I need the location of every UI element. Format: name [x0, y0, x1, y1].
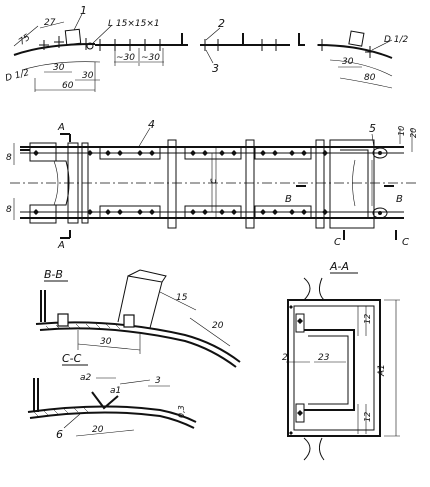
section-bb-title: B-B: [44, 268, 63, 281]
dim-cc-03: 0,3: [177, 405, 186, 418]
dim-approx-30-a: ~30: [116, 53, 135, 63]
dim-approx-30-b: ~30: [141, 53, 160, 63]
diameter-left: D 1/2: [4, 68, 30, 84]
section-bb-bucket: [117, 275, 163, 329]
plan-right-end: [329, 139, 388, 229]
dim-cc-a1: a1: [110, 386, 121, 396]
plan-cross-members: [81, 139, 325, 229]
dim-bb-30: 30: [100, 337, 112, 347]
diameter-right: D 1/2: [384, 35, 409, 45]
top-chain-pins: [39, 36, 375, 58]
dim-30-a: 30: [53, 63, 65, 73]
section-cc-plate: [27, 405, 197, 423]
dim-aa-23: 23: [318, 353, 330, 363]
section-cc: C-C a2 a1 3 0,3 20 6: [27, 352, 197, 441]
plan-plates-top: [99, 146, 312, 219]
dim-aa-12-bottom: 12: [363, 412, 372, 422]
section-mark-b-left: B: [285, 194, 292, 205]
top-left-arc: [13, 43, 96, 56]
plan-view: 4 5 A A B B C C 8 8 10 20 c: [6, 118, 418, 251]
callout-2: 2: [218, 17, 225, 30]
section-bb: B-B 15 20 30: [35, 268, 241, 368]
dim-8-lower: 8: [6, 205, 12, 215]
section-aa-title: A-A: [329, 260, 349, 273]
plan-rivets: [33, 150, 328, 215]
dim-bb-15: 15: [176, 293, 188, 303]
dim-27: 27: [44, 18, 56, 28]
callout-6: 6: [56, 428, 63, 441]
top-view: 1 L 15×15×1 2 3 75 27 D 1/2 30 30 60 ~30…: [4, 4, 409, 92]
dim-aa-a1: A1: [377, 364, 387, 377]
dim-aa-2: 2: [282, 353, 288, 363]
section-mark-a-top: A: [57, 122, 65, 133]
callout-4: 4: [148, 118, 155, 131]
plan-left-end: [20, 142, 79, 224]
section-mark-c-left: C: [334, 237, 341, 248]
dim-cc-3: 3: [155, 376, 161, 386]
dim-bb-20: 20: [212, 321, 224, 331]
top-tabs: [181, 33, 305, 46]
dim-cc-20: 20: [92, 425, 104, 435]
dim-8-upper: 8: [6, 153, 12, 163]
bucket-right: [348, 30, 365, 47]
section-mark-b-right: B: [396, 194, 403, 205]
dim-80: 80: [364, 73, 376, 83]
section-mark-c-right: C: [402, 237, 409, 248]
dim-30-right: 30: [342, 57, 354, 67]
dim-60: 60: [62, 81, 74, 91]
section-cc-title: C-C: [62, 352, 82, 365]
dim-10: 10: [397, 126, 406, 136]
dim-cc-a2: a2: [80, 373, 92, 383]
section-bb-plate: [35, 321, 241, 363]
dim-30-b: 30: [82, 71, 94, 81]
dim-75: 75: [17, 33, 32, 48]
callout-5: 5: [369, 122, 376, 135]
callout-3: 3: [212, 62, 219, 75]
bucket-left: [64, 28, 82, 46]
dim-c: c: [208, 178, 219, 184]
section-mark-a-bottom: A: [57, 240, 65, 251]
callout-1: 1: [80, 4, 87, 17]
dim-aa-12-top: 12: [363, 314, 372, 324]
section-aa: A-A 12 A1 2 23 12: [282, 260, 400, 461]
top-right-arc: [317, 44, 393, 59]
angle-section-label: L 15×15×1: [108, 19, 160, 29]
dim-20: 20: [409, 128, 418, 138]
